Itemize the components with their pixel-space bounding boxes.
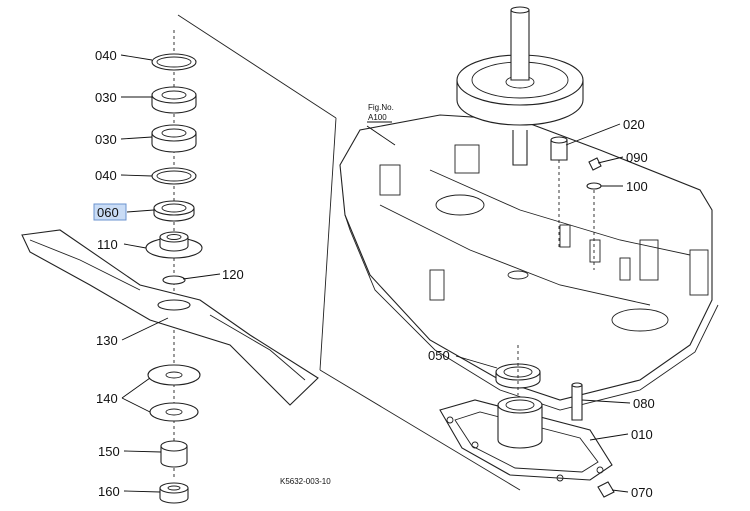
guide-line — [319, 369, 521, 491]
drawing-code: K5632-003-10 — [280, 477, 331, 486]
guide-line — [177, 14, 337, 119]
callout-020: 020 — [623, 117, 645, 132]
washer-140-lower — [149, 402, 199, 422]
snap-ring-120 — [162, 275, 186, 285]
callout-070: 070 — [631, 485, 653, 500]
callout-060[interactable]: 060 — [97, 205, 119, 220]
callout-040-top: 040 — [95, 48, 117, 63]
callout-060-highlight — [93, 203, 127, 221]
hub-110 — [145, 231, 203, 259]
callout-100: 100 — [626, 179, 648, 194]
bearing-030-upper — [151, 86, 197, 114]
callout-160: 160 — [98, 484, 120, 499]
boss-150 — [160, 440, 188, 468]
callout-150: 150 — [98, 444, 120, 459]
nut-160 — [159, 482, 189, 504]
circlip-040-top — [151, 53, 197, 71]
callout-140: 140 — [96, 391, 118, 406]
callout-030-lower: 030 — [95, 132, 117, 147]
bearing-030-lower — [151, 124, 197, 153]
callout-110: 110 — [97, 237, 118, 252]
pulley — [456, 6, 584, 166]
callout-080: 080 — [633, 396, 655, 411]
grease-fitting-090 — [588, 157, 602, 171]
washer-140-upper — [147, 364, 201, 386]
callout-090: 090 — [626, 150, 648, 165]
callout-030-upper: 030 — [95, 90, 117, 105]
circlip-040-lower — [151, 167, 197, 185]
callout-040-lower: 040 — [95, 168, 117, 183]
callout-050: 050 — [428, 348, 450, 363]
screw-070 — [597, 481, 615, 498]
figure-ref-line2: A100 — [368, 113, 387, 122]
callout-130: 130 — [96, 333, 118, 348]
bolt-020 — [550, 136, 568, 250]
seal-050 — [495, 345, 541, 395]
gear-housing-010 — [439, 396, 613, 482]
blade-130 — [21, 229, 319, 406]
callout-120: 120 — [222, 267, 244, 282]
collar-060 — [153, 200, 195, 222]
figure-ref-line1: Fig.No. — [368, 103, 394, 112]
leader-lines — [120, 54, 631, 493]
pin-080 — [571, 382, 583, 421]
callout-010: 010 — [631, 427, 653, 442]
guide-line — [319, 117, 337, 371]
